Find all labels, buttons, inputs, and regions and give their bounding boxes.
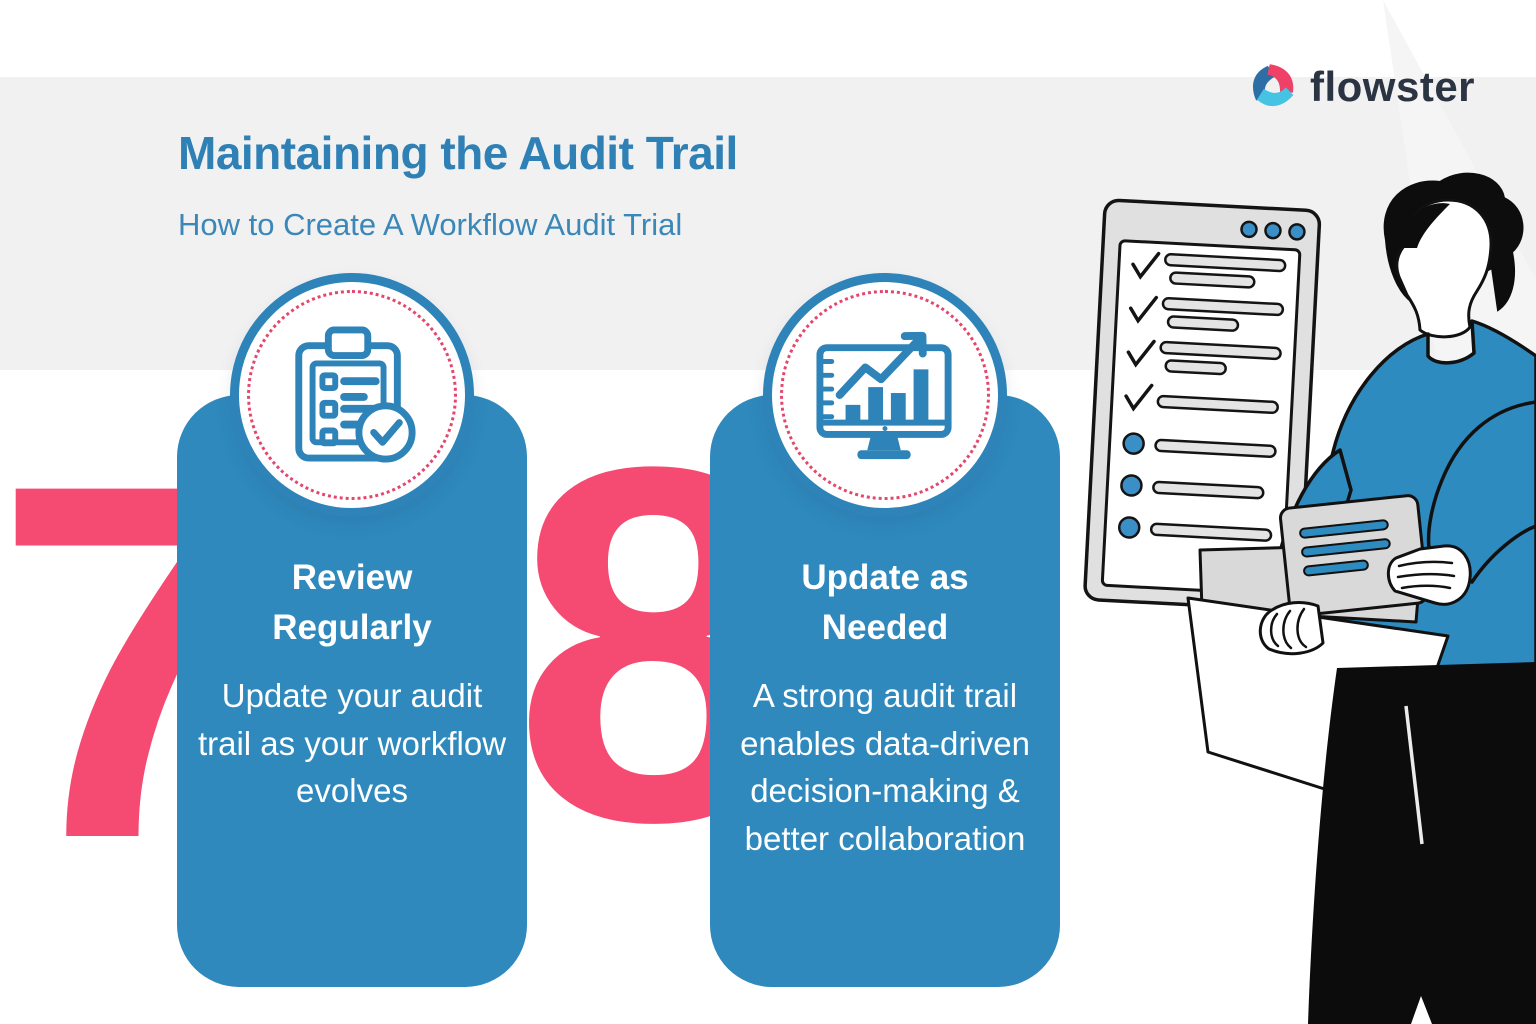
- page-title: Maintaining the Audit Trail: [178, 127, 738, 179]
- page-subtitle: How to Create A Workflow Audit Trial: [178, 207, 683, 242]
- step-card-update-as-needed: Update as Needed A strong audit trail en…: [710, 273, 1060, 987]
- flowster-logo-text: flowster: [1310, 63, 1476, 110]
- left-hand: [1258, 601, 1325, 656]
- step-heading: Update as Needed: [801, 558, 969, 647]
- header: Maintaining the Audit Trail How to Creat…: [178, 126, 738, 243]
- flowster-pinwheel-icon: [1252, 64, 1294, 107]
- pants: [1308, 662, 1536, 1024]
- step-card-review-regularly: Review Regularly Update your audit trail…: [177, 273, 527, 987]
- step-icon-badge: [230, 273, 474, 517]
- step-body: A strong audit trail enables data-driven…: [740, 677, 1030, 857]
- flowster-logo: flowster: [1246, 58, 1475, 116]
- step-body: Update your audit trail as your workflow…: [197, 677, 507, 810]
- step-icon-badge: [763, 273, 1007, 517]
- step-heading: Review Regularly: [272, 558, 432, 647]
- checklist-window: [1083, 198, 1322, 612]
- bar-chart-monitor-icon: [816, 331, 952, 460]
- clipboard-checklist-icon: [295, 326, 416, 463]
- person-reviewing-checklist-illustration: [1083, 172, 1536, 1024]
